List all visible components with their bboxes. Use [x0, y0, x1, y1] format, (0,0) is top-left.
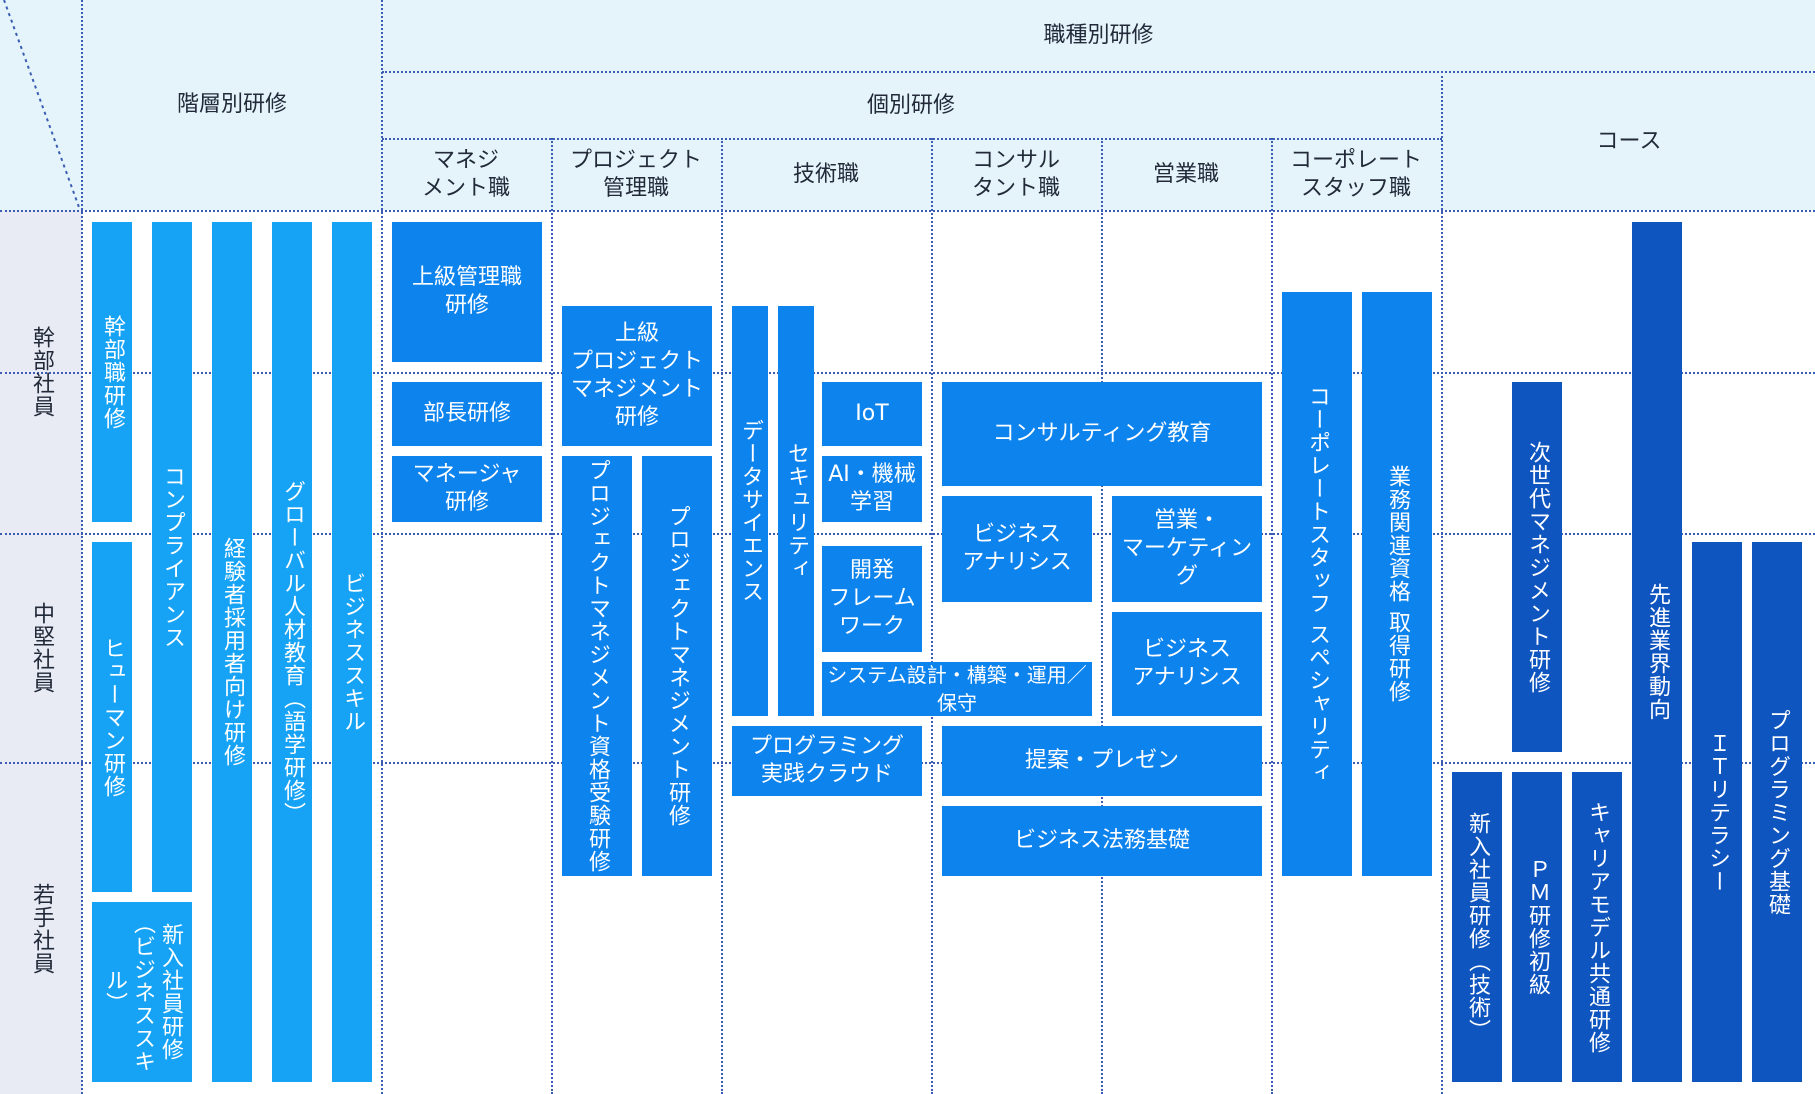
grid-line-h-header — [0, 210, 1815, 212]
grid-line-h-mid — [0, 533, 1815, 535]
corporate-specialty-bar: コーポレートスタッフ スペシャリティ — [1282, 292, 1352, 876]
iot-box: IoT — [822, 382, 922, 446]
executive-training-bar: 幹部職研修 — [92, 222, 132, 522]
level-column-background — [0, 210, 82, 1094]
grid-line-h-top — [382, 71, 1815, 73]
newhire-technical-bar: 新入社員研修（技術） — [1452, 772, 1502, 1082]
senior-manager-training: 上級管理職 研修 — [392, 222, 542, 362]
next-gen-management-bar: 次世代マネジメント研修 — [1512, 382, 1562, 752]
level-young: 若手社員 — [29, 883, 54, 975]
business-skill-bar: ビジネススキル — [332, 222, 372, 1082]
qualification-bar: 業務関連資格 取得研修 — [1362, 292, 1432, 876]
industry-trends-bar: 先進業界動向 — [1632, 222, 1682, 1082]
business-law-box: ビジネス法務基礎 — [942, 806, 1262, 876]
level-executive: 幹部社員 — [29, 326, 54, 418]
proposal-presentation-box: 提案・プレゼン — [942, 726, 1262, 796]
header-tiered-training: 階層別研修 — [176, 92, 287, 117]
header-background — [0, 0, 1815, 210]
ai-ml-box: AI・機械 学習 — [822, 456, 922, 522]
experienced-hire-bar: 経験者採用者向け研修 — [212, 222, 252, 1082]
grid-line-v-consult — [931, 138, 933, 1094]
business-analysis-box-1: ビジネス アナリシス — [942, 496, 1092, 602]
header-job-technical: 技術職 — [792, 162, 859, 187]
header-job-corporate-staff: コーポレート スタッフ職 — [1289, 148, 1422, 201]
career-model-bar: キャリアモデル共通研修 — [1572, 772, 1622, 1082]
business-analysis-box-2: ビジネス アナリシス — [1112, 612, 1262, 716]
it-literacy-bar: ＩＴリテラシー — [1692, 542, 1742, 1082]
corner-diagonal — [3, 0, 81, 211]
grid-line-h-sub — [382, 138, 1442, 140]
grid-line-v-corp — [1271, 138, 1273, 1094]
header-job-management: マネジ メント職 — [421, 148, 510, 201]
global-talent-bar: グローバル人材教育（語学研修） — [272, 222, 312, 1082]
grid-line-v-sales — [1101, 138, 1103, 1094]
grid-line-v-level — [81, 0, 83, 1094]
data-science-bar: データサイエンス — [732, 306, 768, 716]
header-job-project-manager: プロジェクト 管理職 — [569, 148, 702, 201]
grid-line-v-tech — [721, 138, 723, 1094]
newhire-business-skill-bar: 新入社員研修（ビジネススキル） — [92, 902, 192, 1082]
security-bar: セキュリティ — [778, 306, 814, 716]
grid-line-v-course — [1441, 71, 1443, 1094]
manager-training: マネージャ 研修 — [392, 456, 542, 522]
programming-basics-bar: プログラミング基礎 — [1752, 542, 1802, 1082]
grid-line-v-tiered — [381, 0, 383, 1094]
header-job-consultant: コンサル タント職 — [971, 148, 1060, 201]
senior-pm-training: 上級 プロジェクト マネジメント 研修 — [562, 306, 712, 446]
header-course: コース — [1596, 128, 1662, 154]
division-manager-training: 部長研修 — [392, 382, 542, 446]
dev-framework-box: 開発 フレーム ワーク — [822, 546, 922, 652]
compliance-bar: コンプライアンス — [152, 222, 192, 892]
grid-line-h-exec — [0, 372, 1815, 374]
header-job-type-training: 職種別研修 — [1043, 22, 1154, 48]
consulting-education-box: コンサルティング教育 — [942, 382, 1262, 486]
level-mid-career: 中堅社員 — [29, 602, 54, 694]
human-training-bar: ヒューマン研修 — [92, 542, 132, 892]
pm-training-bar: プロジェクトマネジメント研修 — [642, 456, 712, 876]
header-job-sales: 営業職 — [1152, 162, 1219, 187]
pm-certification-exam-bar: プロジェクトマネジメント資格受験研修 — [562, 456, 632, 876]
header-individual-training: 個別研修 — [866, 92, 955, 118]
sales-marketing-box: 営業・ マーケティング — [1112, 496, 1262, 602]
programming-cloud-box: プログラミング 実践クラウド — [732, 726, 922, 796]
grid-line-v-pm — [551, 138, 553, 1094]
system-design-box: システム設計・構築・運用／保守 — [822, 662, 1092, 716]
pm-beginner-bar: ＰＭ研修初級 — [1512, 772, 1562, 1082]
